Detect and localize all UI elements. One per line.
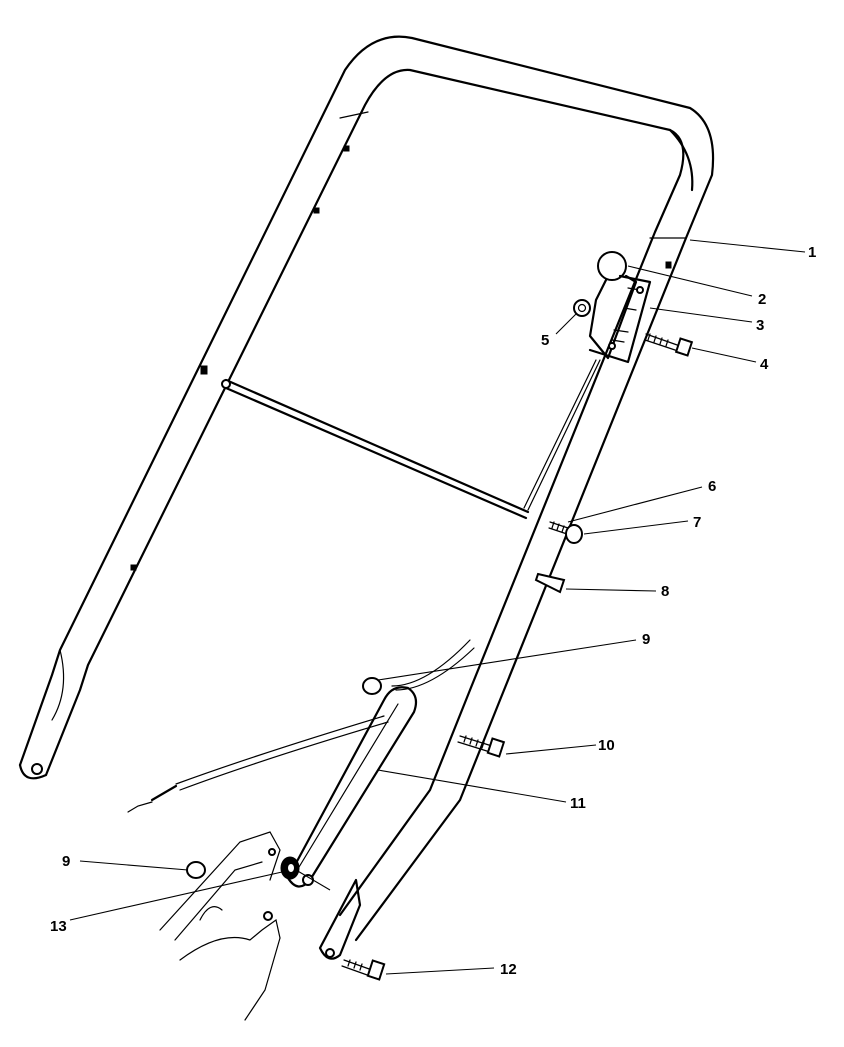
callout-10: 10: [598, 737, 615, 754]
callout-11: 11: [570, 795, 586, 812]
callout-9-lower: 9: [62, 853, 70, 870]
cable-clip-8: [534, 572, 566, 594]
callout-12: 12: [500, 961, 517, 978]
nut-7: [565, 524, 583, 544]
rivets: [130, 145, 672, 571]
cross-bar: [221, 378, 530, 520]
callout-7: 7: [693, 514, 701, 531]
callout-5: 5: [541, 332, 549, 349]
throttle-control: [523, 251, 652, 511]
control-cable: [127, 639, 475, 813]
upper-handle-tube: [18, 35, 715, 942]
callout-2: 2: [758, 291, 766, 308]
bolt-6: [548, 521, 569, 535]
lower-handle-11: [286, 686, 418, 960]
leader-lines: [69, 239, 806, 975]
callout-6: 6: [708, 478, 716, 495]
bolt-10: [457, 735, 506, 758]
nut-5: [573, 299, 591, 317]
callout-13: 13: [50, 918, 67, 935]
bolt-12: [341, 959, 386, 981]
callout-4: 4: [760, 356, 769, 373]
nut-9-upper: [362, 677, 382, 695]
callout-labels: 1 2 3 4 5 6 7 8 9 10 11 9 13 12: [50, 244, 816, 978]
mower-deck-bracket: [159, 831, 281, 1021]
callout-1: 1: [808, 244, 816, 261]
washer-13: [280, 856, 300, 880]
callout-8: 8: [661, 583, 669, 600]
callout-3: 3: [756, 317, 764, 334]
callout-9-upper: 9: [642, 631, 650, 648]
bolt-4: [644, 333, 694, 357]
nut-9-lower: [186, 861, 206, 879]
